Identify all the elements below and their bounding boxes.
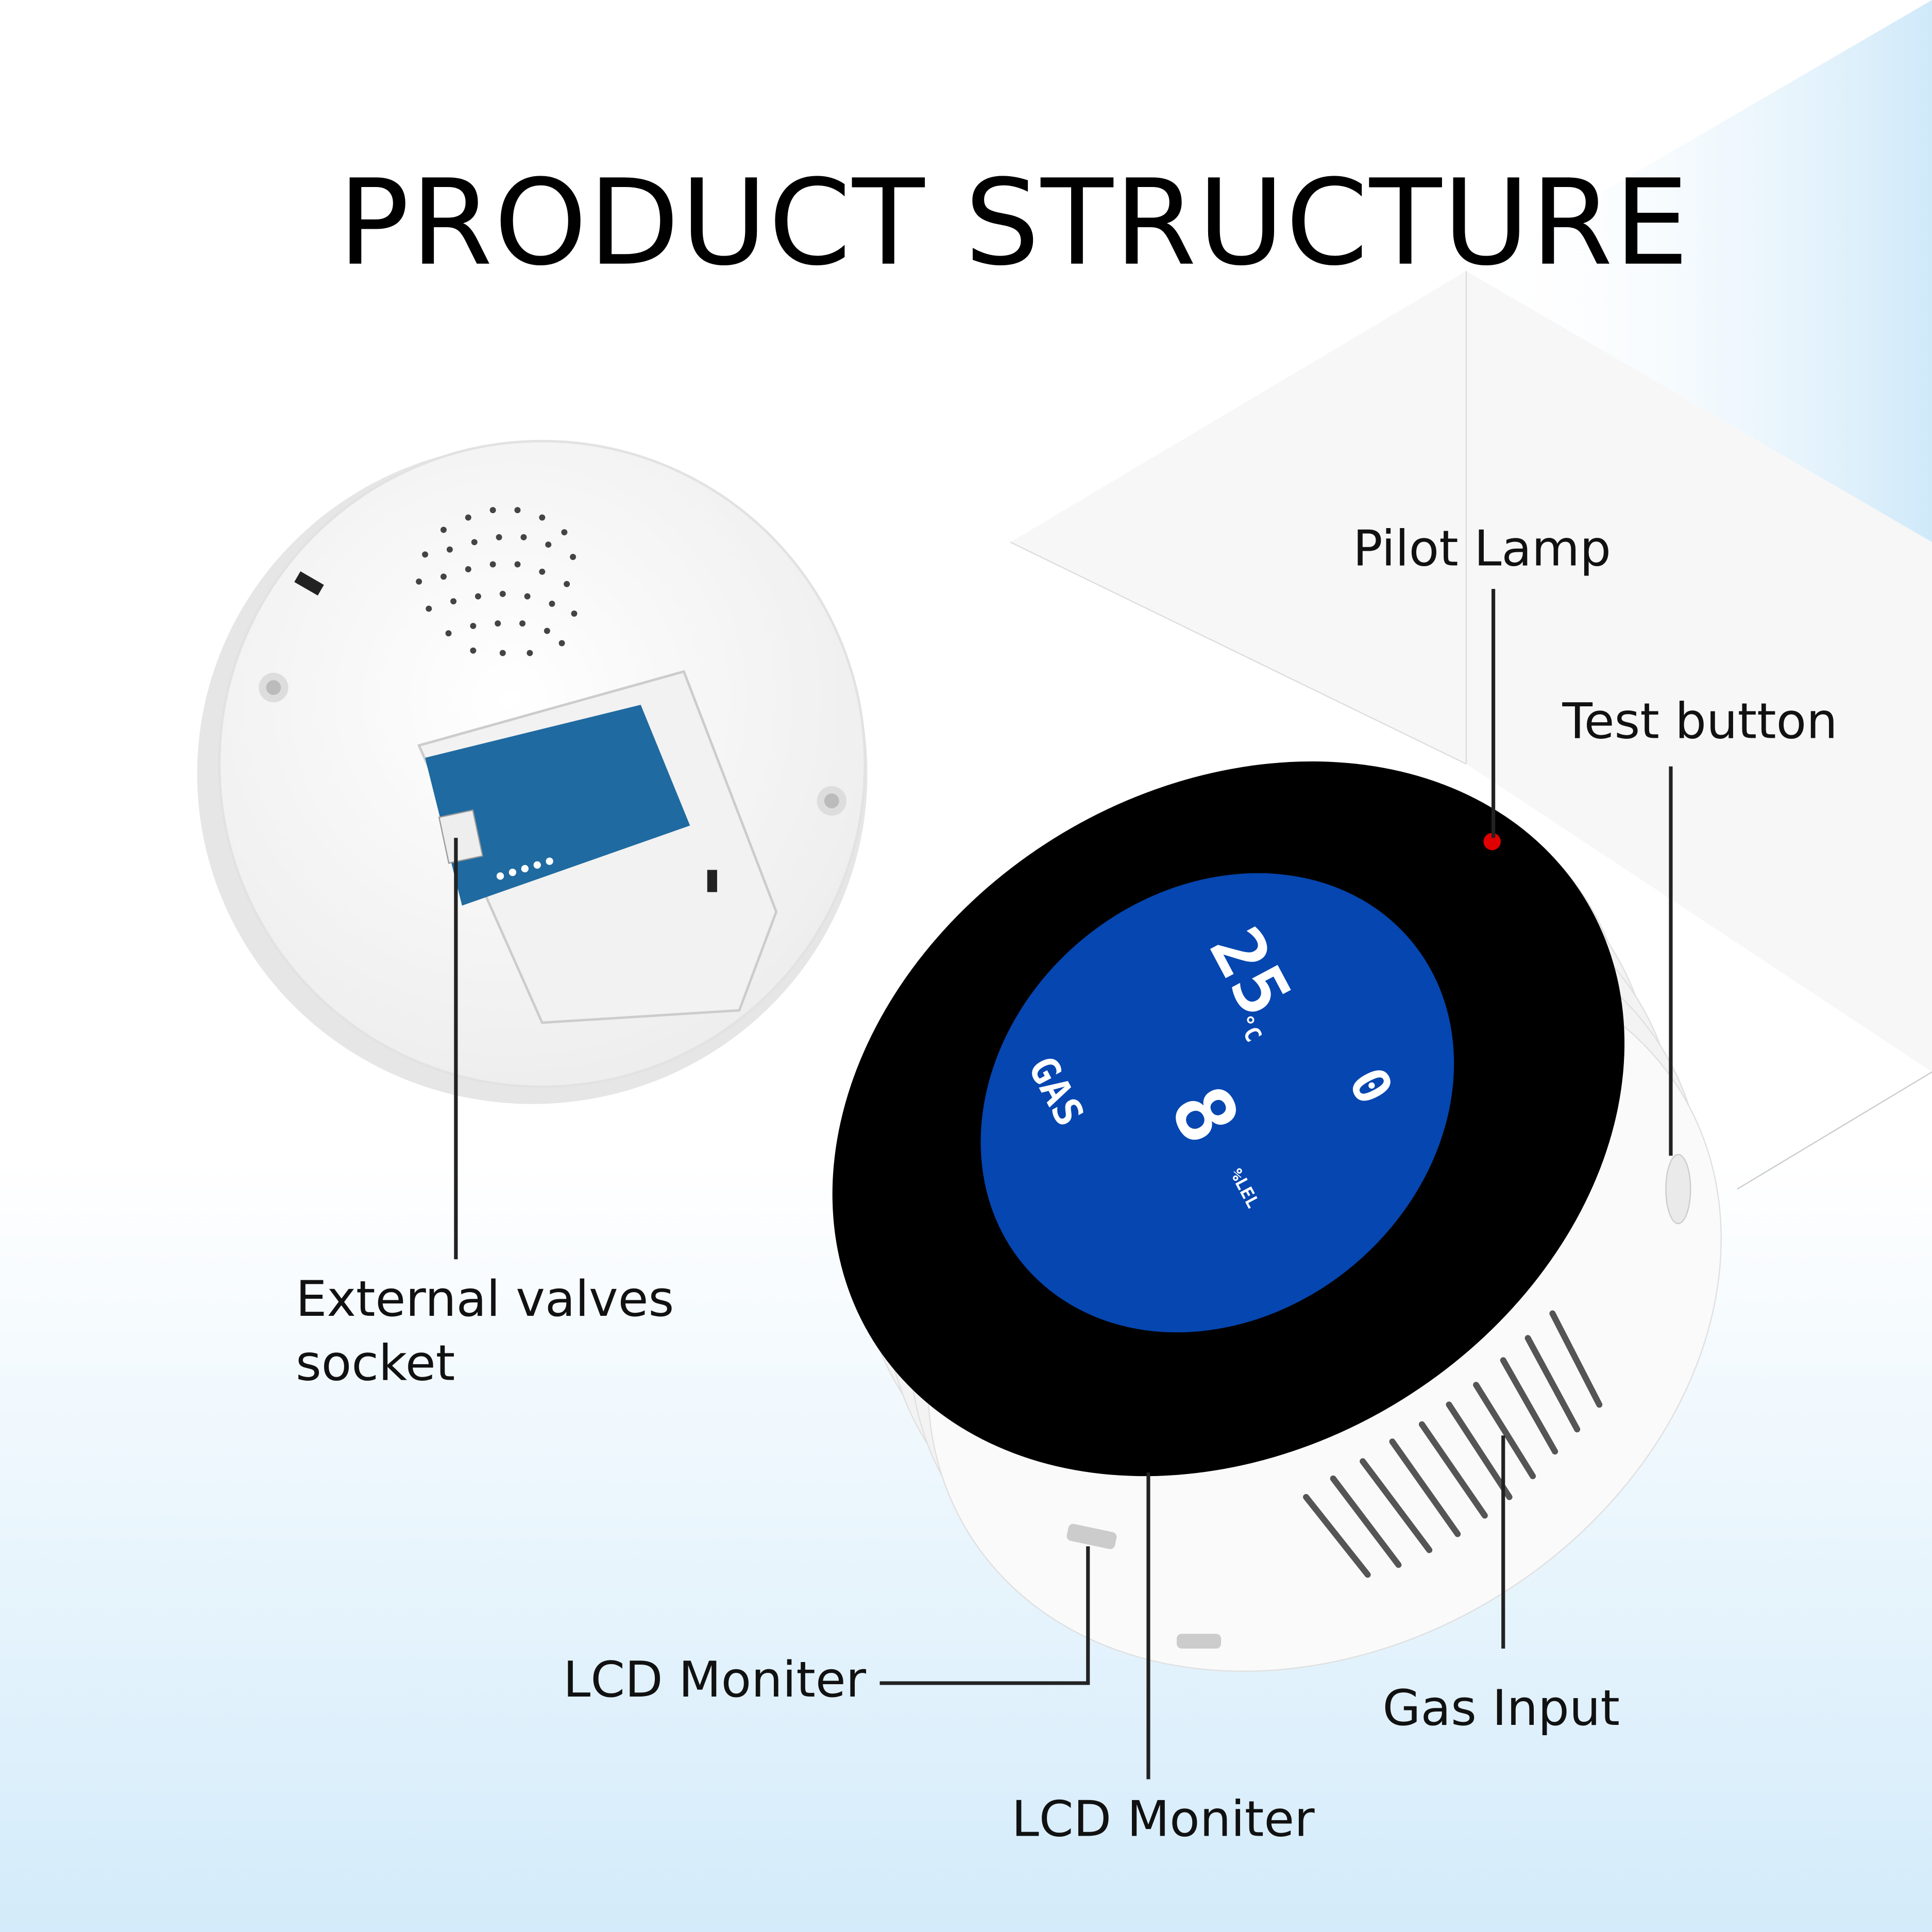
decor-triangle	[1466, 0, 1932, 543]
label-test-button: Test button	[1562, 692, 1838, 750]
side-port	[1066, 1523, 1117, 1549]
leader-lines	[454, 589, 1673, 1780]
device-back-view	[197, 439, 868, 1104]
label-lcd-moniter-left: LCD Moniter	[563, 1651, 867, 1708]
label-gas-input: Gas Input	[1382, 1679, 1620, 1737]
pilot-lamp	[1483, 833, 1501, 851]
label-pilot-lamp: Pilot Lamp	[1353, 520, 1611, 578]
speaker-grille	[416, 507, 578, 656]
valve-socket	[438, 809, 484, 864]
test-button[interactable]	[1665, 1154, 1691, 1225]
label-external-valves-line2: socket	[296, 1334, 455, 1392]
pcb-board	[425, 704, 690, 906]
label-lcd-moniter-bottom: LCD Moniter	[1011, 1790, 1315, 1848]
gas-input-vents	[1303, 1310, 1603, 1578]
decor-plane	[1010, 271, 1932, 1072]
lcd-screen	[980, 873, 1454, 1333]
label-external-valves-line1: External valves	[296, 1270, 674, 1328]
page-title: PRODUCT STRUCTURE	[338, 155, 1690, 292]
